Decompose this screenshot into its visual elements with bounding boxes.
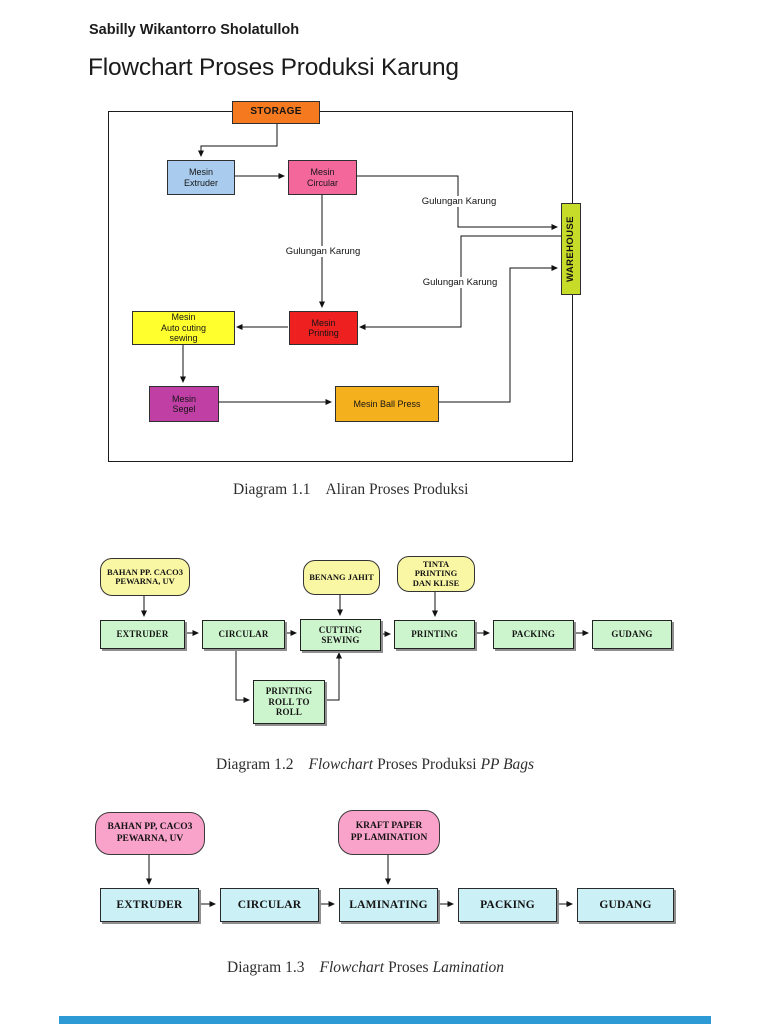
flow-label-gulungan-karung-3: Gulungan Karung bbox=[413, 277, 507, 288]
node-mesin-auto-cutting-sewing: Mesin Auto cuting sewing bbox=[132, 311, 235, 345]
step3-laminating: LAMINATING bbox=[339, 888, 438, 922]
node-mesin-circular: Mesin Circular bbox=[288, 160, 357, 195]
arrow-circular2-to-rollprint bbox=[235, 648, 250, 703]
step3-circular: CIRCULAR bbox=[220, 888, 319, 922]
step2-extruder: EXTRUDER bbox=[100, 620, 185, 649]
node-mesin-ball-press: Mesin Ball Press bbox=[335, 386, 439, 422]
diagram1-caption-text: Aliran Proses Produksi bbox=[325, 481, 469, 498]
step2-printing-roll-to-roll: PRINTING ROLL TO ROLL bbox=[253, 680, 325, 724]
diagram1-caption: Diagram 1.1 Aliran Proses Produksi bbox=[233, 481, 468, 499]
diagram2-caption-mid: Proses Produksi bbox=[377, 756, 477, 773]
diagram2-caption-flowchart: Flowchart bbox=[308, 756, 374, 773]
step3-gudang: GUDANG bbox=[577, 888, 674, 922]
node-mesin-printing: Mesin Printing bbox=[289, 311, 358, 345]
input-bahan-pp-caco3-lamination: BAHAN PP, CACO3 PEWARNA, UV bbox=[95, 812, 205, 855]
input-tinta-printing-dan-klise: TINTA PRINTING DAN KLISE bbox=[397, 556, 475, 592]
arrow-rollprint-to-cutting bbox=[324, 652, 342, 701]
step2-packing: PACKING bbox=[493, 620, 574, 649]
diagram3-caption-number: Diagram 1.3 bbox=[227, 959, 305, 976]
diagram1-caption-number: Diagram 1.1 bbox=[233, 481, 311, 498]
node-mesin-segel: Mesin Segel bbox=[149, 386, 219, 422]
node-warehouse: WAREHOUSE bbox=[561, 203, 581, 295]
node-storage: STORAGE bbox=[232, 101, 320, 124]
diagram3-caption-lamination: Lamination bbox=[432, 959, 505, 976]
diagram3-caption-mid: Proses bbox=[388, 959, 429, 976]
step2-printing: PRINTING bbox=[394, 620, 475, 649]
next-page-top-bar bbox=[59, 1016, 711, 1024]
flow-label-gulungan-karung-1: Gulungan Karung bbox=[412, 196, 506, 207]
step3-extruder: EXTRUDER bbox=[100, 888, 199, 922]
diagram3-caption-flowchart: Flowchart bbox=[319, 959, 385, 976]
author-name: Sabilly Wikantorro Sholatulloh bbox=[89, 22, 300, 38]
step3-packing: PACKING bbox=[458, 888, 557, 922]
input-bahan-pp-caco3: BAHAN PP. CACO3 PEWARNA, UV bbox=[100, 558, 190, 596]
step2-circular: CIRCULAR bbox=[202, 620, 285, 649]
page-title: Flowchart Proses Produksi Karung bbox=[88, 54, 459, 81]
flow-label-gulungan-karung-2: Gulungan Karung bbox=[276, 246, 370, 257]
input-benang-jahit: BENANG JAHIT bbox=[303, 560, 380, 595]
input-kraft-paper-pp-lamination: KRAFT PAPER PP LAMINATION bbox=[338, 810, 440, 855]
node-mesin-extruder: Mesin Extruder bbox=[167, 160, 235, 195]
step2-gudang: GUDANG bbox=[592, 620, 672, 649]
step2-cutting-sewing: CUTTING SEWING bbox=[300, 619, 381, 651]
diagram2-caption-ppbags: PP Bags bbox=[480, 756, 535, 773]
diagram2-caption-number: Diagram 1.2 bbox=[216, 756, 294, 773]
